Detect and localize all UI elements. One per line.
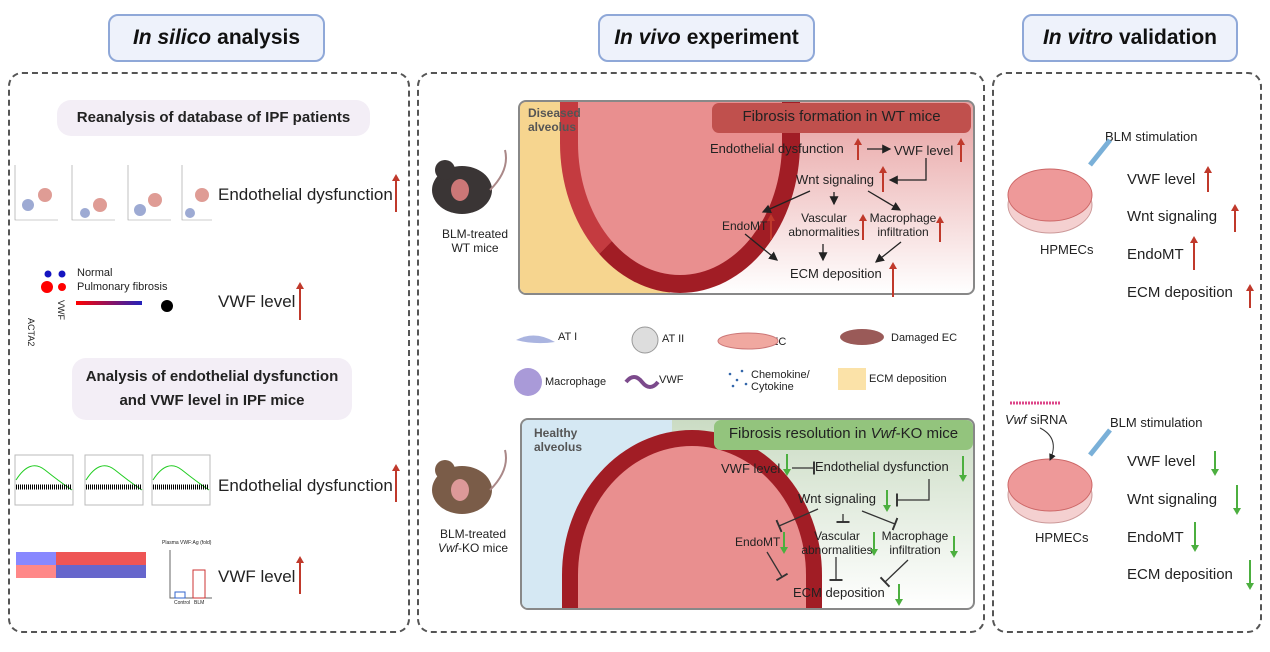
row-endothelial-dysfunction-mice: Endothelial dysfunction <box>218 476 393 495</box>
label-line: alveolus <box>528 120 577 134</box>
label-line: abnormalities <box>801 543 873 557</box>
label-line: alveolus <box>534 440 583 454</box>
legend-chemokine: Chemokine/Cytokine <box>751 369 810 393</box>
panel-in-vitro <box>992 72 1262 633</box>
row-endothelial-dysfunction-patients: Endothelial dysfunction <box>218 185 393 204</box>
ko-resolution-box <box>520 418 975 610</box>
title-line: and VWF level in IPF mice <box>119 392 305 409</box>
vitro-bottom-ecm: ECM deposition <box>1127 566 1233 583</box>
header-italic: In vivo <box>614 26 681 49</box>
header-text: analysis <box>217 26 301 49</box>
label-line: Vascular <box>801 211 847 225</box>
section-ipf-mice-title: Analysis of endothelial dysfunction and V… <box>72 358 352 420</box>
italic: Vwf <box>1005 412 1027 427</box>
title-text: Fibrosis resolution in <box>728 425 871 442</box>
vitro-top-cells: HPMECs <box>1040 242 1094 257</box>
label-line: Healthy <box>534 426 578 440</box>
legend-normal: Normal <box>77 267 113 279</box>
label-line: Macrophage <box>869 211 937 225</box>
vitro-bottom-wnt: Wnt signaling <box>1127 491 1218 508</box>
label-line: abnormalities <box>788 225 860 239</box>
legend-ecm: ECM deposition <box>869 373 947 385</box>
wt-box-title: Fibrosis formation in WT mice <box>712 103 971 133</box>
header-text: validation <box>1118 26 1218 49</box>
text: -KO mice <box>458 541 509 555</box>
text: siRNA <box>1026 412 1068 427</box>
bar-panel-title: Plasma VWF:Ag (fold) <box>162 540 212 546</box>
label-line: WT mice <box>451 241 499 255</box>
gene-vwf: VWF <box>56 300 66 320</box>
header-text: experiment <box>686 26 799 49</box>
label-line: Chemokine/ <box>751 369 810 381</box>
legend-at2: AT II <box>662 333 685 345</box>
header-italic: In vitro <box>1042 26 1113 49</box>
title-italic: Vwf <box>870 425 896 442</box>
legend-macrophage: Macrophage <box>545 376 607 388</box>
wt-endothelial: Endothelial dysfunction <box>710 141 844 156</box>
italic: Vwf <box>437 541 458 555</box>
label-line: Vascular <box>814 529 860 543</box>
label-line: Diseased <box>528 106 581 120</box>
label-line: Macrophage <box>881 529 949 543</box>
panel-in-silico <box>8 72 410 633</box>
vitro-bottom-cells: HPMECs <box>1035 530 1089 545</box>
vitro-top-endomt: EndoMT <box>1127 246 1184 263</box>
vitro-top-vwf: VWF level <box>1127 171 1196 188</box>
label-line: infiltration <box>889 543 941 557</box>
ko-vwf: VWF level <box>721 461 781 476</box>
vitro-top-wnt: Wnt signaling <box>1127 208 1218 225</box>
ko-box-title: Fibrosis resolution in Vwf-KO mice <box>714 420 973 450</box>
wt-ecm: ECM deposition <box>790 266 882 281</box>
label-line: BLM-treated <box>441 227 509 241</box>
bar-cat-control: Control <box>174 600 191 606</box>
legend-at1: AT I <box>558 331 578 343</box>
title-text: -KO mice <box>895 425 959 442</box>
vitro-top-ecm: ECM deposition <box>1127 284 1233 301</box>
vitro-bottom-endomt: EndoMT <box>1127 529 1184 546</box>
header-italic: In silico <box>132 26 212 49</box>
legend-pulmonary-fibrosis: Pulmonary fibrosis <box>77 281 168 293</box>
panel-in-vivo <box>417 72 985 633</box>
ko-ecm: ECM deposition <box>793 585 885 600</box>
label-line: infiltration <box>877 225 929 239</box>
legend-damaged-ec: Damaged EC <box>891 332 958 344</box>
wt-wnt: Wnt signaling <box>796 172 875 187</box>
legend-vwf: VWF <box>659 374 684 386</box>
wt-vwf: VWF level <box>894 143 954 158</box>
label-line: Cytokine <box>751 381 794 393</box>
vitro-sirna-label: Vwf siRNA <box>1005 412 1067 427</box>
row-vwf-level-mice: VWF level <box>218 567 296 586</box>
gene-acta2: ACTA2 <box>26 318 36 347</box>
ko-endothelial: Endothelial dysfunction <box>815 459 949 474</box>
title-line: Analysis of endothelial dysfunction <box>85 368 339 385</box>
label-line: Vwf-KO mice <box>426 541 520 555</box>
row-vwf-level-patients: VWF level <box>218 292 296 311</box>
vitro-bottom-vwf: VWF level <box>1127 453 1196 470</box>
ko-wnt: Wnt signaling <box>798 491 877 506</box>
vitro-top-stimulus: BLM stimulation <box>1105 129 1198 144</box>
vitro-bottom-stimulus: BLM stimulation <box>1110 415 1203 430</box>
legend-ec: EC <box>771 336 787 348</box>
ko-endomt: EndoMT <box>735 535 781 549</box>
wt-endomt: EndoMT <box>722 219 768 233</box>
section-ipf-patients-title: Reanalysis of database of IPF patients <box>57 100 370 136</box>
bar-cat-blm: BLM <box>194 600 205 606</box>
label-line: BLM-treated <box>439 527 507 541</box>
